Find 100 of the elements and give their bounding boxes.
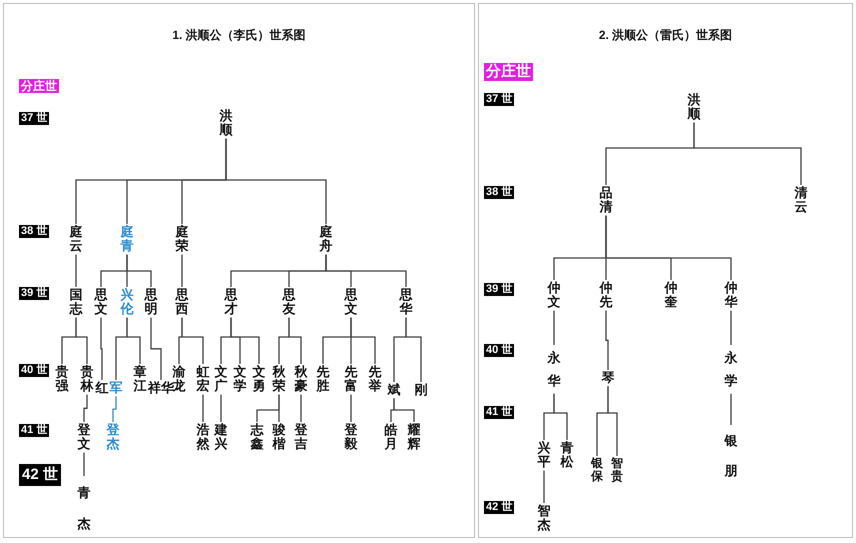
lineage-line (693, 122, 802, 185)
person-name: 国志 (70, 288, 82, 317)
generation-label: 41 世 (484, 406, 514, 420)
person-name: 永学 (724, 346, 738, 393)
person-name: 文勇 (252, 365, 266, 394)
lineage-line (325, 254, 407, 287)
person-name: 登杰 (106, 423, 120, 452)
lineage-line (83, 394, 88, 422)
person-name: 庭云 (70, 225, 82, 254)
person-name: 智贵 (611, 457, 623, 484)
lineage-line (75, 318, 88, 364)
person-name: 庭荣 (176, 225, 188, 254)
lineage-line (288, 318, 302, 364)
generation-label: 41 世 (19, 424, 50, 438)
person-name: 思明 (144, 288, 158, 317)
generation-label: 37 世 (19, 112, 50, 126)
lineage-line (553, 394, 568, 440)
person-name: 渝龙 (172, 365, 186, 394)
person-name: 先胜 (316, 365, 330, 394)
lineage-line (181, 318, 204, 364)
person-name: 秋豪 (294, 365, 308, 394)
lineage-line (607, 386, 618, 456)
lineage-line (220, 394, 222, 422)
lineage-line (83, 452, 85, 476)
person-name: 章江 (134, 365, 146, 394)
person-name: 浩然 (196, 423, 210, 452)
generation-label: 38 世 (484, 186, 514, 200)
person-name: 庭青 (120, 225, 134, 254)
lineage-line (300, 394, 302, 422)
person-name: 祥华 (148, 381, 174, 396)
person-name: 虹宏 (196, 365, 210, 394)
person-name: 思友 (282, 288, 296, 317)
generation-label: 42 世 (484, 501, 514, 514)
person-name: 仲文 (548, 281, 560, 310)
lineage-line (100, 318, 103, 380)
person-name: 洪顺 (220, 109, 232, 138)
generation-label: 37 世 (484, 93, 514, 106)
person-name: 仲先 (600, 281, 612, 310)
person-name: 思文 (94, 288, 108, 317)
person-name: 银朋 (724, 426, 738, 486)
lineage-line (75, 254, 77, 287)
person-name: 永华 (548, 346, 560, 393)
person-name: 仲奎 (664, 281, 678, 310)
person-name: 登吉 (294, 423, 308, 452)
person-name: 思文 (344, 288, 358, 317)
person-name: 皓月 (384, 423, 398, 452)
lineage-line (553, 310, 555, 345)
person-name: 仲华 (724, 281, 738, 310)
person-name: 洪顺 (688, 93, 700, 122)
generation-label: 39 世 (19, 287, 50, 300)
person-name: 文广 (214, 365, 228, 394)
lineage-line (605, 216, 732, 280)
generation-label: 38 世 (19, 225, 50, 238)
generation-label: 39 世 (484, 283, 514, 296)
person-name: 登文 (78, 423, 90, 452)
person-name: 智杰 (538, 504, 550, 533)
lineage-line (350, 394, 352, 422)
lineage-line (730, 310, 732, 345)
lineage-line (393, 398, 415, 422)
person-name: 秋荣 (272, 365, 286, 394)
lineage-line (730, 394, 732, 425)
person-name: 贵林 (80, 365, 94, 394)
person-name: 青杰 (78, 477, 90, 540)
person-name: 军 (110, 381, 122, 396)
person-name: 兴伦 (120, 288, 134, 317)
lineage-line (202, 394, 204, 422)
person-name: 建兴 (214, 423, 228, 452)
person-name: 思才 (224, 288, 238, 317)
person-name: 庭舟 (320, 225, 332, 254)
chart-panel (478, 3, 853, 538)
person-name: 青松 (560, 441, 574, 470)
generation-label: 分庄世 (19, 79, 59, 94)
lineage-line (126, 318, 141, 364)
person-name: 兴平 (538, 441, 550, 470)
generation-label: 40 世 (484, 344, 514, 358)
person-name: 清云 (794, 186, 808, 215)
generation-label: 分庄世 (484, 63, 533, 81)
person-name: 志鑫 (250, 423, 264, 452)
person-name: 斌 (388, 383, 400, 398)
generation-label: 40 世 (19, 364, 50, 378)
lineage-line (543, 470, 545, 503)
person-name: 骏楷 (272, 423, 286, 452)
person-name: 先举 (368, 365, 382, 394)
person-name: 琴 (602, 371, 614, 386)
person-name: 耀辉 (408, 423, 420, 452)
lineage-line (181, 254, 183, 287)
person-name: 红 (96, 381, 108, 396)
panel-title: 2. 洪顺公（雷氏）世系图 (598, 27, 734, 44)
lineage-line (350, 318, 376, 364)
lineage-line (405, 318, 422, 382)
person-name: 文学 (234, 365, 246, 394)
person-name: 思西 (176, 288, 188, 317)
person-name: 品清 (600, 186, 612, 215)
person-name: 贵强 (56, 365, 68, 394)
person-name: 银保 (591, 457, 603, 484)
lineage-line (126, 254, 152, 287)
person-name: 刚 (414, 383, 428, 398)
generation-label: 42 世 (19, 464, 61, 486)
chart-panel (3, 3, 475, 538)
lineage-line (225, 138, 327, 224)
